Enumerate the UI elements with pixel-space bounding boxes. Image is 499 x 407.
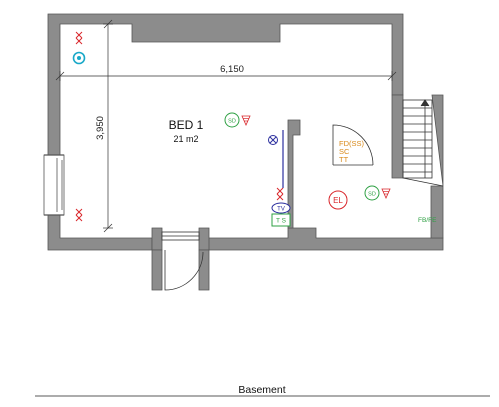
window-left (43, 154, 65, 216)
wall-light-icon (268, 135, 278, 145)
svg-text:TV: TV (277, 207, 285, 213)
smoke-detector-icon: SD (364, 185, 391, 201)
walls (47, 13, 444, 291)
stair-arrow (420, 99, 430, 107)
svg-text:EL: EL (333, 196, 343, 205)
height-dimension-label: 3,950 (95, 116, 106, 140)
left-wall-lower (47, 214, 153, 251)
inner-door (332, 124, 374, 166)
svg-text:SD: SD (368, 192, 376, 198)
light-icon (72, 51, 86, 65)
smoke-detector-icon: SD (224, 112, 251, 128)
room-name: BED 1 (169, 118, 204, 132)
sc-label: SC (339, 147, 350, 156)
dimension-width (55, 71, 397, 81)
corridor-wall-left (151, 249, 163, 291)
main-door (161, 231, 204, 291)
partition-wall (287, 119, 301, 229)
emergency-light-icon: EL (328, 190, 348, 210)
power-point-icon (75, 208, 83, 222)
svg-text:T S: T S (276, 218, 287, 225)
stair-wall-right (391, 94, 404, 179)
bottom-wall-right (206, 227, 444, 251)
corridor-wall-right (198, 249, 210, 291)
fd-label: FD(SS) (339, 139, 365, 148)
power-point-icon (276, 187, 284, 201)
width-dimension-label: 6,150 (220, 64, 244, 75)
door-pillar-left (151, 227, 163, 251)
dimension-height (103, 19, 113, 233)
tv-outlet-icon: TV (271, 202, 291, 214)
power-point-icon (75, 31, 83, 45)
door-swing (164, 250, 204, 291)
level-caption: Basement (238, 384, 285, 396)
svg-text:SD: SD (228, 119, 236, 125)
door-pillar-right (198, 227, 210, 251)
tt-label: TT (339, 155, 349, 164)
staircase (402, 99, 444, 187)
ts-outlet-icon: T S (271, 213, 291, 227)
room-area: 21 m2 (173, 134, 198, 144)
fbfe-label: FB/FE (418, 217, 437, 224)
